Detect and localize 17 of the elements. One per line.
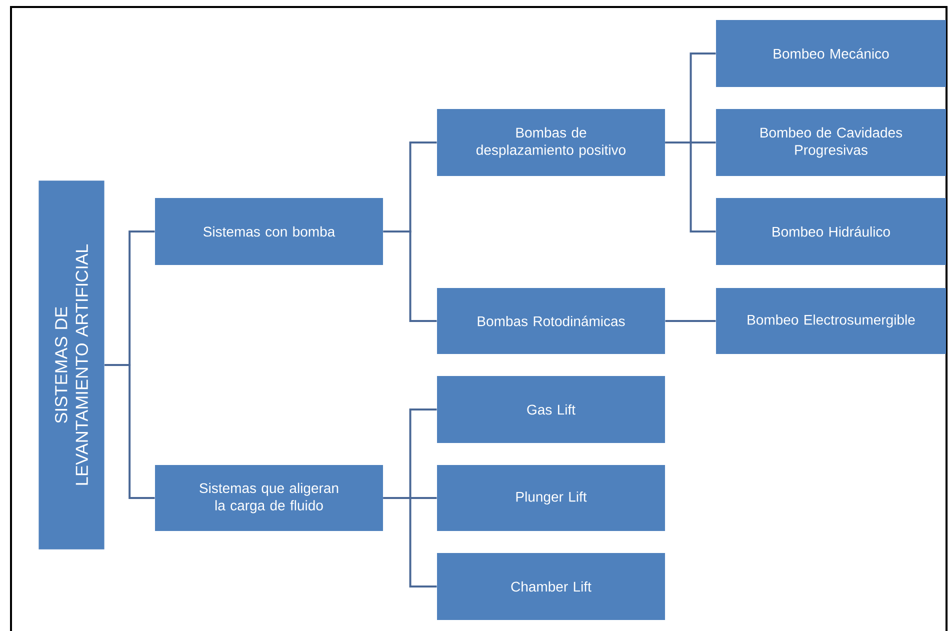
category-box: Gas Lift: [437, 376, 666, 443]
category-box: Bombeo Hidráulico: [716, 198, 946, 265]
connector: [383, 230, 437, 322]
category-box: Plunger Lift: [437, 465, 666, 531]
category-box: Chamber Lift: [437, 553, 666, 620]
category-box: Bombas de desplazamiento positivo: [437, 109, 666, 176]
connector: [665, 142, 716, 232]
category-box: Bombeo Mecánico: [716, 20, 946, 87]
connector: [383, 497, 437, 588]
category-box: Sistemas que aligeran la carga de fluido: [155, 465, 383, 531]
title-box: SISTEMAS DE LEVANTAMIENTO ARTIFICIAL: [38, 180, 104, 550]
category-box: Bombeo de Cavidades Progresivas: [716, 109, 946, 176]
category-box: Sistemas con bomba: [155, 198, 383, 265]
category-box: Bombeo Electrosumergible: [716, 288, 946, 354]
category-box: Bombas Rotodinámicas: [437, 288, 666, 354]
connector: [665, 320, 716, 322]
connector: [104, 364, 155, 499]
